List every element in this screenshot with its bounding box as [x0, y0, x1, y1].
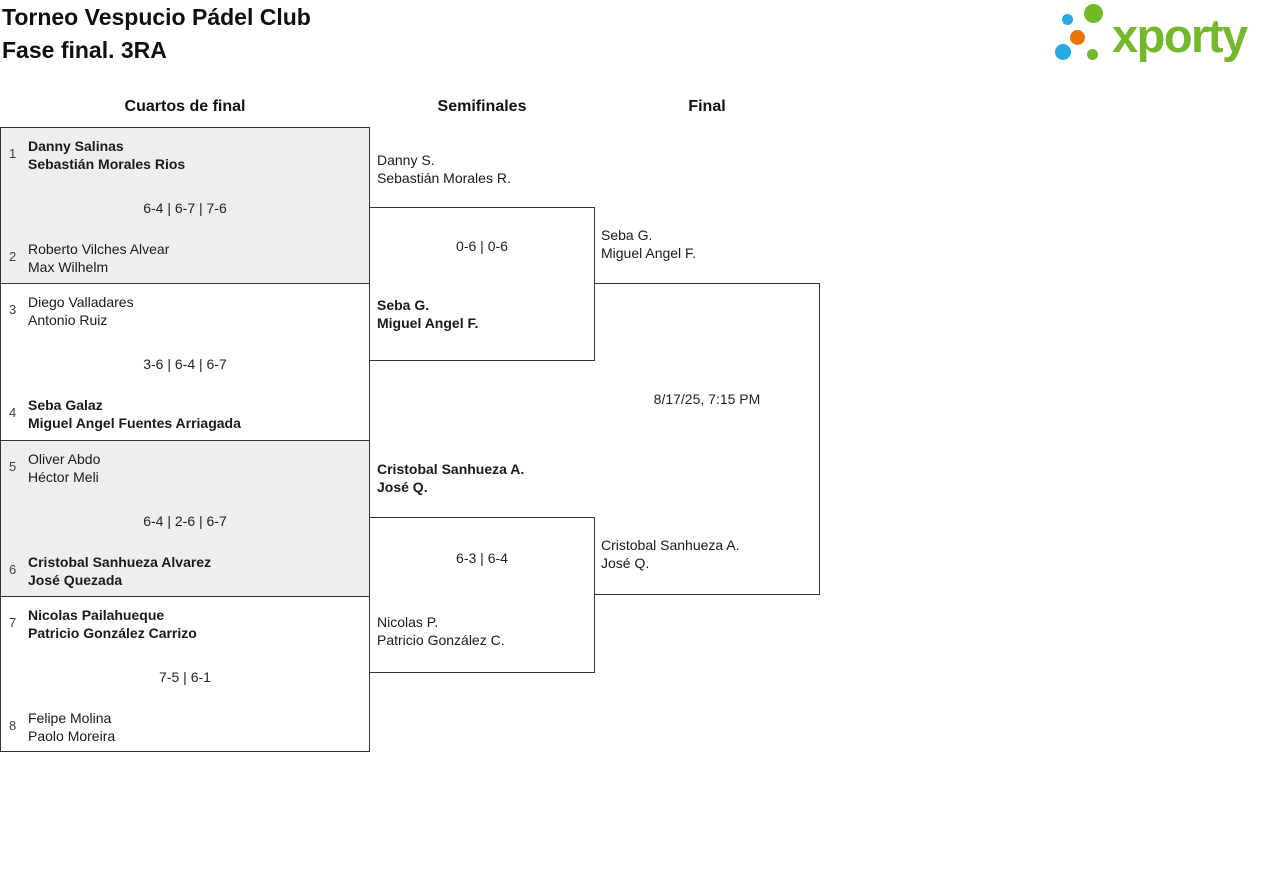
player-name: José Q.	[601, 555, 650, 571]
match-score: 6-3 | 6-4	[456, 550, 508, 566]
match-quarterfinal-4[interactable]: 7 Nicolas Pailahueque Patricio González …	[0, 596, 370, 752]
player-name: Antonio Ruiz	[28, 312, 108, 328]
logo-dot-blue-small-icon	[1062, 14, 1073, 25]
player-name: Miguel Angel F.	[377, 315, 479, 331]
player-name: Sebastián Morales Rios	[28, 156, 186, 172]
logo-dot-blue-large-icon	[1055, 44, 1071, 60]
match-score: 0-6 | 0-6	[456, 238, 508, 254]
player-name: Max Wilhelm	[28, 259, 109, 275]
player-name: Felipe Molina	[28, 710, 112, 726]
player-name: Nicolas P.	[377, 614, 439, 630]
player-name: Roberto Vilches Alvear	[28, 241, 170, 257]
seed-number: 2	[9, 249, 17, 264]
player-name: Patricio González Carrizo	[28, 625, 197, 641]
team-names: Nicolas P. Patricio González C.	[377, 613, 505, 649]
player-name: Diego Valladares	[28, 294, 134, 310]
player-name: Miguel Angel F.	[601, 245, 696, 261]
team-names: Seba G. Miguel Angel F.	[377, 296, 478, 332]
player-name: Seba G.	[377, 297, 430, 313]
team-names: Cristobal Sanhueza A. José Q.	[377, 460, 524, 496]
player-name: Danny S.	[377, 152, 435, 168]
team-names: Nicolas Pailahueque Patricio González Ca…	[28, 606, 197, 642]
team-names: Felipe Molina Paolo Moreira	[28, 709, 115, 745]
seed-number: 3	[9, 302, 17, 317]
match-score: 3-6 | 6-4 | 6-7	[143, 356, 227, 372]
match-semifinal-2[interactable]	[369, 517, 595, 673]
match-score: 6-4 | 2-6 | 6-7	[143, 513, 227, 529]
seed-number: 8	[9, 718, 17, 733]
team-names: Seba Galaz Miguel Angel Fuentes Arriagad…	[28, 396, 241, 432]
seed-number: 5	[9, 459, 17, 474]
player-name: Patricio González C.	[377, 632, 505, 648]
team-names: Diego Valladares Antonio Ruiz	[28, 293, 134, 329]
player-name: José Quezada	[28, 572, 123, 588]
player-name: Cristobal Sanhueza A.	[601, 537, 740, 553]
player-name: Héctor Meli	[28, 469, 99, 485]
match-semifinal-1[interactable]	[369, 207, 595, 361]
xporty-wordmark: xporty	[1112, 9, 1248, 62]
player-name: Seba G.	[601, 227, 653, 243]
logo-dot-orange-icon	[1070, 30, 1085, 45]
player-name: Danny Salinas	[28, 138, 124, 154]
match-quarterfinal-1[interactable]: 1 Danny Salinas Sebastián Morales Rios 6…	[0, 127, 370, 284]
seed-number: 7	[9, 615, 17, 630]
match-quarterfinal-2[interactable]: 3 Diego Valladares Antonio Ruiz 3-6 | 6-…	[0, 283, 370, 441]
logo-dot-green-small-icon	[1087, 49, 1098, 60]
player-name: Sebastián Morales R.	[377, 170, 511, 186]
player-name: José Q.	[377, 479, 428, 495]
team-names: Danny Salinas Sebastián Morales Rios	[28, 137, 185, 173]
player-name: Nicolas Pailahueque	[28, 607, 165, 623]
player-name: Miguel Angel Fuentes Arriagada	[28, 415, 241, 431]
match-quarterfinal-3[interactable]: 5 Oliver Abdo Héctor Meli 6-4 | 2-6 | 6-…	[0, 440, 370, 597]
player-name: Paolo Moreira	[28, 728, 116, 744]
round-header-quarterfinals: Cuartos de final	[124, 98, 246, 115]
player-name: Cristobal Sanhueza Alvarez	[28, 554, 212, 570]
seed-number: 4	[9, 405, 17, 420]
round-header-semifinals: Semifinales	[437, 98, 527, 115]
team-names: Seba G. Miguel Angel F.	[601, 226, 696, 262]
player-name: Cristobal Sanhueza A.	[377, 461, 525, 477]
page-title: Torneo Vespucio Pádel Club Fase final. 3…	[2, 1, 311, 67]
round-header-final: Final	[688, 98, 726, 115]
team-names: Cristobal Sanhueza Alvarez José Quezada	[28, 553, 211, 589]
match-score: 7-5 | 6-1	[159, 669, 211, 685]
tournament-name: Torneo Vespucio Pádel Club	[2, 4, 311, 30]
match-score: 6-4 | 6-7 | 7-6	[143, 200, 227, 216]
match-final[interactable]	[594, 283, 820, 595]
phase-name: Fase final. 3RA	[2, 37, 167, 63]
team-names: Roberto Vilches Alvear Max Wilhelm	[28, 240, 169, 276]
player-name: Seba Galaz	[28, 397, 103, 413]
seed-number: 1	[9, 146, 17, 161]
player-name: Oliver Abdo	[28, 451, 101, 467]
team-names: Cristobal Sanhueza A. José Q.	[601, 536, 740, 572]
team-names: Oliver Abdo Héctor Meli	[28, 450, 100, 486]
logo-dot-green-large-icon	[1084, 4, 1103, 23]
seed-number: 6	[9, 562, 17, 577]
match-schedule: 8/17/25, 7:15 PM	[653, 391, 761, 407]
xporty-logo[interactable]: xporty	[1050, 3, 1278, 75]
team-names: Danny S. Sebastián Morales R.	[377, 151, 511, 187]
